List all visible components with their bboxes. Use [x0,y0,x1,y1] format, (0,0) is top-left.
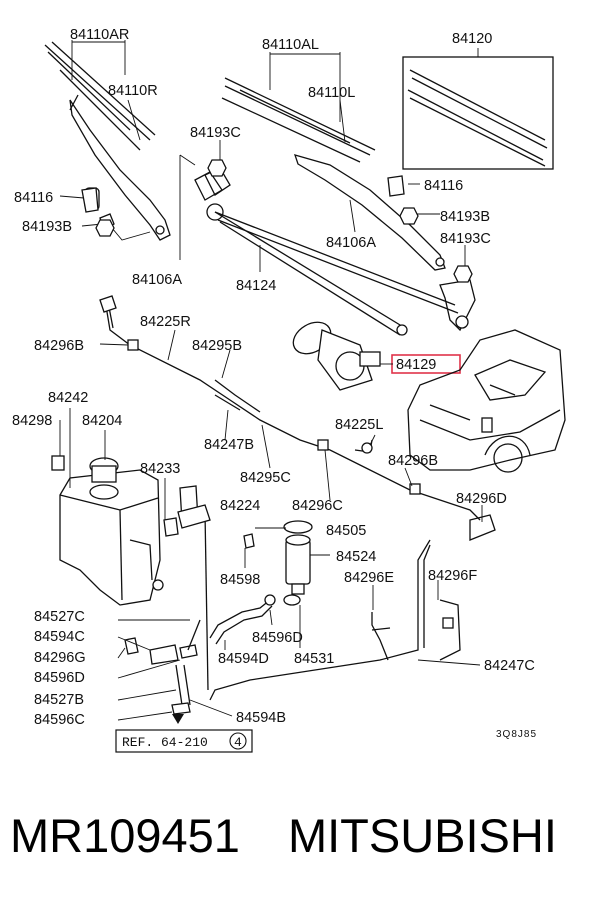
label-84296F: 84296F [428,568,477,584]
washer-nozzle [99,295,373,454]
label-84531: 84531 [294,651,334,667]
label-84110R: 84110R [108,83,158,99]
wiper-arm-right [69,94,171,241]
label-84110AL: 84110AL [262,37,319,53]
label-84110L: 84110L [308,85,355,101]
label-84116-b: 84116 [424,178,463,194]
label-84204: 84204 [82,413,122,429]
nut-84193C-b [453,265,473,283]
label-84110AR: 84110AR [70,27,129,43]
hose-clips [127,339,454,661]
diagram-svg: 84110AR 84110R 84110AL 84110L 84120 8419… [12,27,566,753]
label-84120: 84120 [452,31,492,47]
footer: MR109451 MITSUBISHI [10,808,595,863]
label-84193C-b: 84193C [440,231,491,247]
wiper-blade-right [44,41,156,151]
label-84106A-a: 84106A [132,272,182,288]
washer-tank [59,457,164,606]
label-84193B-b: 84193B [440,209,490,225]
wiper-linkage [194,167,476,336]
wiper-blade-left [221,77,376,163]
label-84247B: 84247B [204,437,254,453]
label-84124: 84124 [236,278,276,294]
lower-fittings [124,619,201,715]
nut-84193B-a [95,219,115,237]
washer-pump [209,520,313,645]
part-number: MR109451 [10,809,240,862]
label-84527B: 84527B [34,692,84,708]
label-84193C-a: 84193C [190,125,241,141]
reference-box[interactable]: REF. 64-210 4 [115,729,253,753]
label-84527C: 84527C [34,609,85,625]
label-84594C: 84594C [34,629,85,645]
label-84296B-a: 84296B [34,338,84,354]
nut-84193B-b [399,207,419,225]
label-84594D: 84594D [218,651,269,667]
label-84594B: 84594B [236,710,286,726]
brand-name: MITSUBISHI [287,809,557,862]
label-84296D: 84296D [456,491,507,507]
label-84295C: 84295C [240,470,291,486]
label-84598: 84598 [220,572,260,588]
label-84129: 84129 [396,357,436,373]
label-84596D-a: 84596D [252,630,303,646]
refill-box [402,48,554,170]
wiper-motor [292,321,381,391]
label-84596D-b: 84596D [34,670,85,686]
label-84296E: 84296E [344,570,394,586]
label-84106A-b: 84106A [326,235,376,251]
label-84233: 84233 [140,461,180,477]
reference-circled-number: 4 [234,735,242,750]
washer-tank-parts [51,455,211,537]
wiper-arm-left [293,154,446,271]
label-84116-a: 84116 [14,190,53,206]
nut-84193C-a [207,159,227,177]
label-84225L: 84225L [335,417,383,433]
label-84193B-a: 84193B [22,219,72,235]
label-84296C: 84296C [292,498,343,514]
label-84298: 84298 [12,413,52,429]
washer-hose-main [104,299,496,701]
label-84242: 84242 [48,390,88,406]
label-84295B: 84295B [192,338,242,354]
label-84224: 84224 [220,498,260,514]
cap-84116-b [387,175,405,197]
label-84296G: 84296G [34,650,86,666]
reference-text: REF. 64-210 [122,735,208,750]
catalog-code: 3Q8J85 [496,729,537,740]
label-84225R: 84225R [140,314,191,330]
cap-84116-a [81,187,99,213]
label-84296B-b: 84296B [388,453,438,469]
car-silhouette [407,329,566,473]
label-84524: 84524 [336,549,376,565]
label-84505: 84505 [326,523,366,539]
label-84596C: 84596C [34,712,85,728]
label-84247C: 84247C [484,658,535,674]
